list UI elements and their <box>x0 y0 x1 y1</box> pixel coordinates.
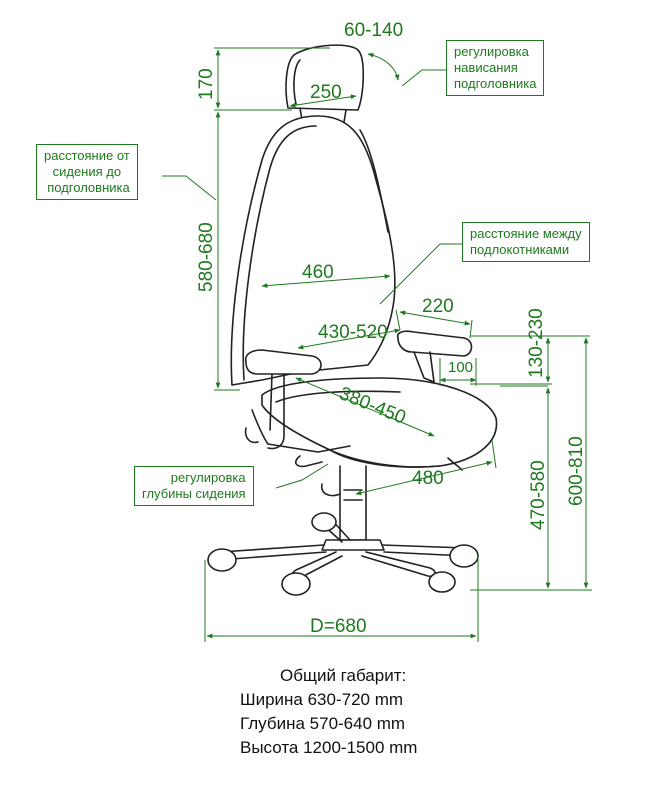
dim-headrest-height: 170 <box>196 68 217 100</box>
dimension-lines <box>162 47 592 642</box>
note-armrest-distance: расстояние между подлокотниками <box>462 222 590 262</box>
dim-total-height: 600-810 <box>566 436 587 506</box>
summary-width: Ширина 630-720 mm <box>240 690 404 709</box>
note-headrest-distance: расстояние от сидения до подголовника <box>36 144 138 200</box>
chair-outline <box>207 44 498 596</box>
note-line: подголовника <box>47 180 130 195</box>
note-line: сидения до <box>52 164 122 179</box>
headrest <box>285 44 365 111</box>
dim-headrest-tilt: 60-140 <box>344 20 403 41</box>
dim-armrest-length: 220 <box>422 296 454 317</box>
gas-lift <box>339 465 367 541</box>
dim-back-width: 460 <box>302 262 334 283</box>
backrest <box>230 115 396 386</box>
base-leg <box>361 551 436 578</box>
dim-armrest-offset: 100 <box>448 359 473 376</box>
note-headrest-tilt: регулировка нависания подголовника <box>446 40 545 96</box>
summary-depth: Глубина 570-640 mm <box>240 714 406 733</box>
overall-dimensions: Общий габарит: Ширина 630-720 mm Глубина… <box>240 664 417 760</box>
caster <box>207 512 479 596</box>
summary-height: Высота 1200-1500 mm <box>240 738 418 757</box>
note-line: расстояние от <box>44 148 130 163</box>
dim-armrest-distance: 430-520 <box>318 322 388 343</box>
note-line: подлокотниками <box>470 242 570 257</box>
dim-headrest-width: 250 <box>310 82 342 103</box>
note-line: подголовника <box>454 76 537 91</box>
note-line: регулировка <box>170 470 246 485</box>
dim-back-height: 580-680 <box>196 222 217 292</box>
note-seat-depth: регулировка глубины сидения <box>134 466 254 506</box>
armrest-right <box>396 330 473 357</box>
note-line: расстояние между <box>470 226 582 241</box>
dim-seat-width: 480 <box>412 468 444 489</box>
dim-armrest-height: 130-230 <box>526 308 547 378</box>
note-line: нависания <box>454 60 518 75</box>
armrest-left <box>244 349 322 375</box>
note-line: глубины сидения <box>142 486 246 501</box>
dim-seat-height: 470-580 <box>528 460 549 530</box>
summary-title: Общий габарит: <box>280 666 407 685</box>
dim-base-diameter: D=680 <box>310 616 367 637</box>
note-line: регулировка <box>454 44 529 59</box>
